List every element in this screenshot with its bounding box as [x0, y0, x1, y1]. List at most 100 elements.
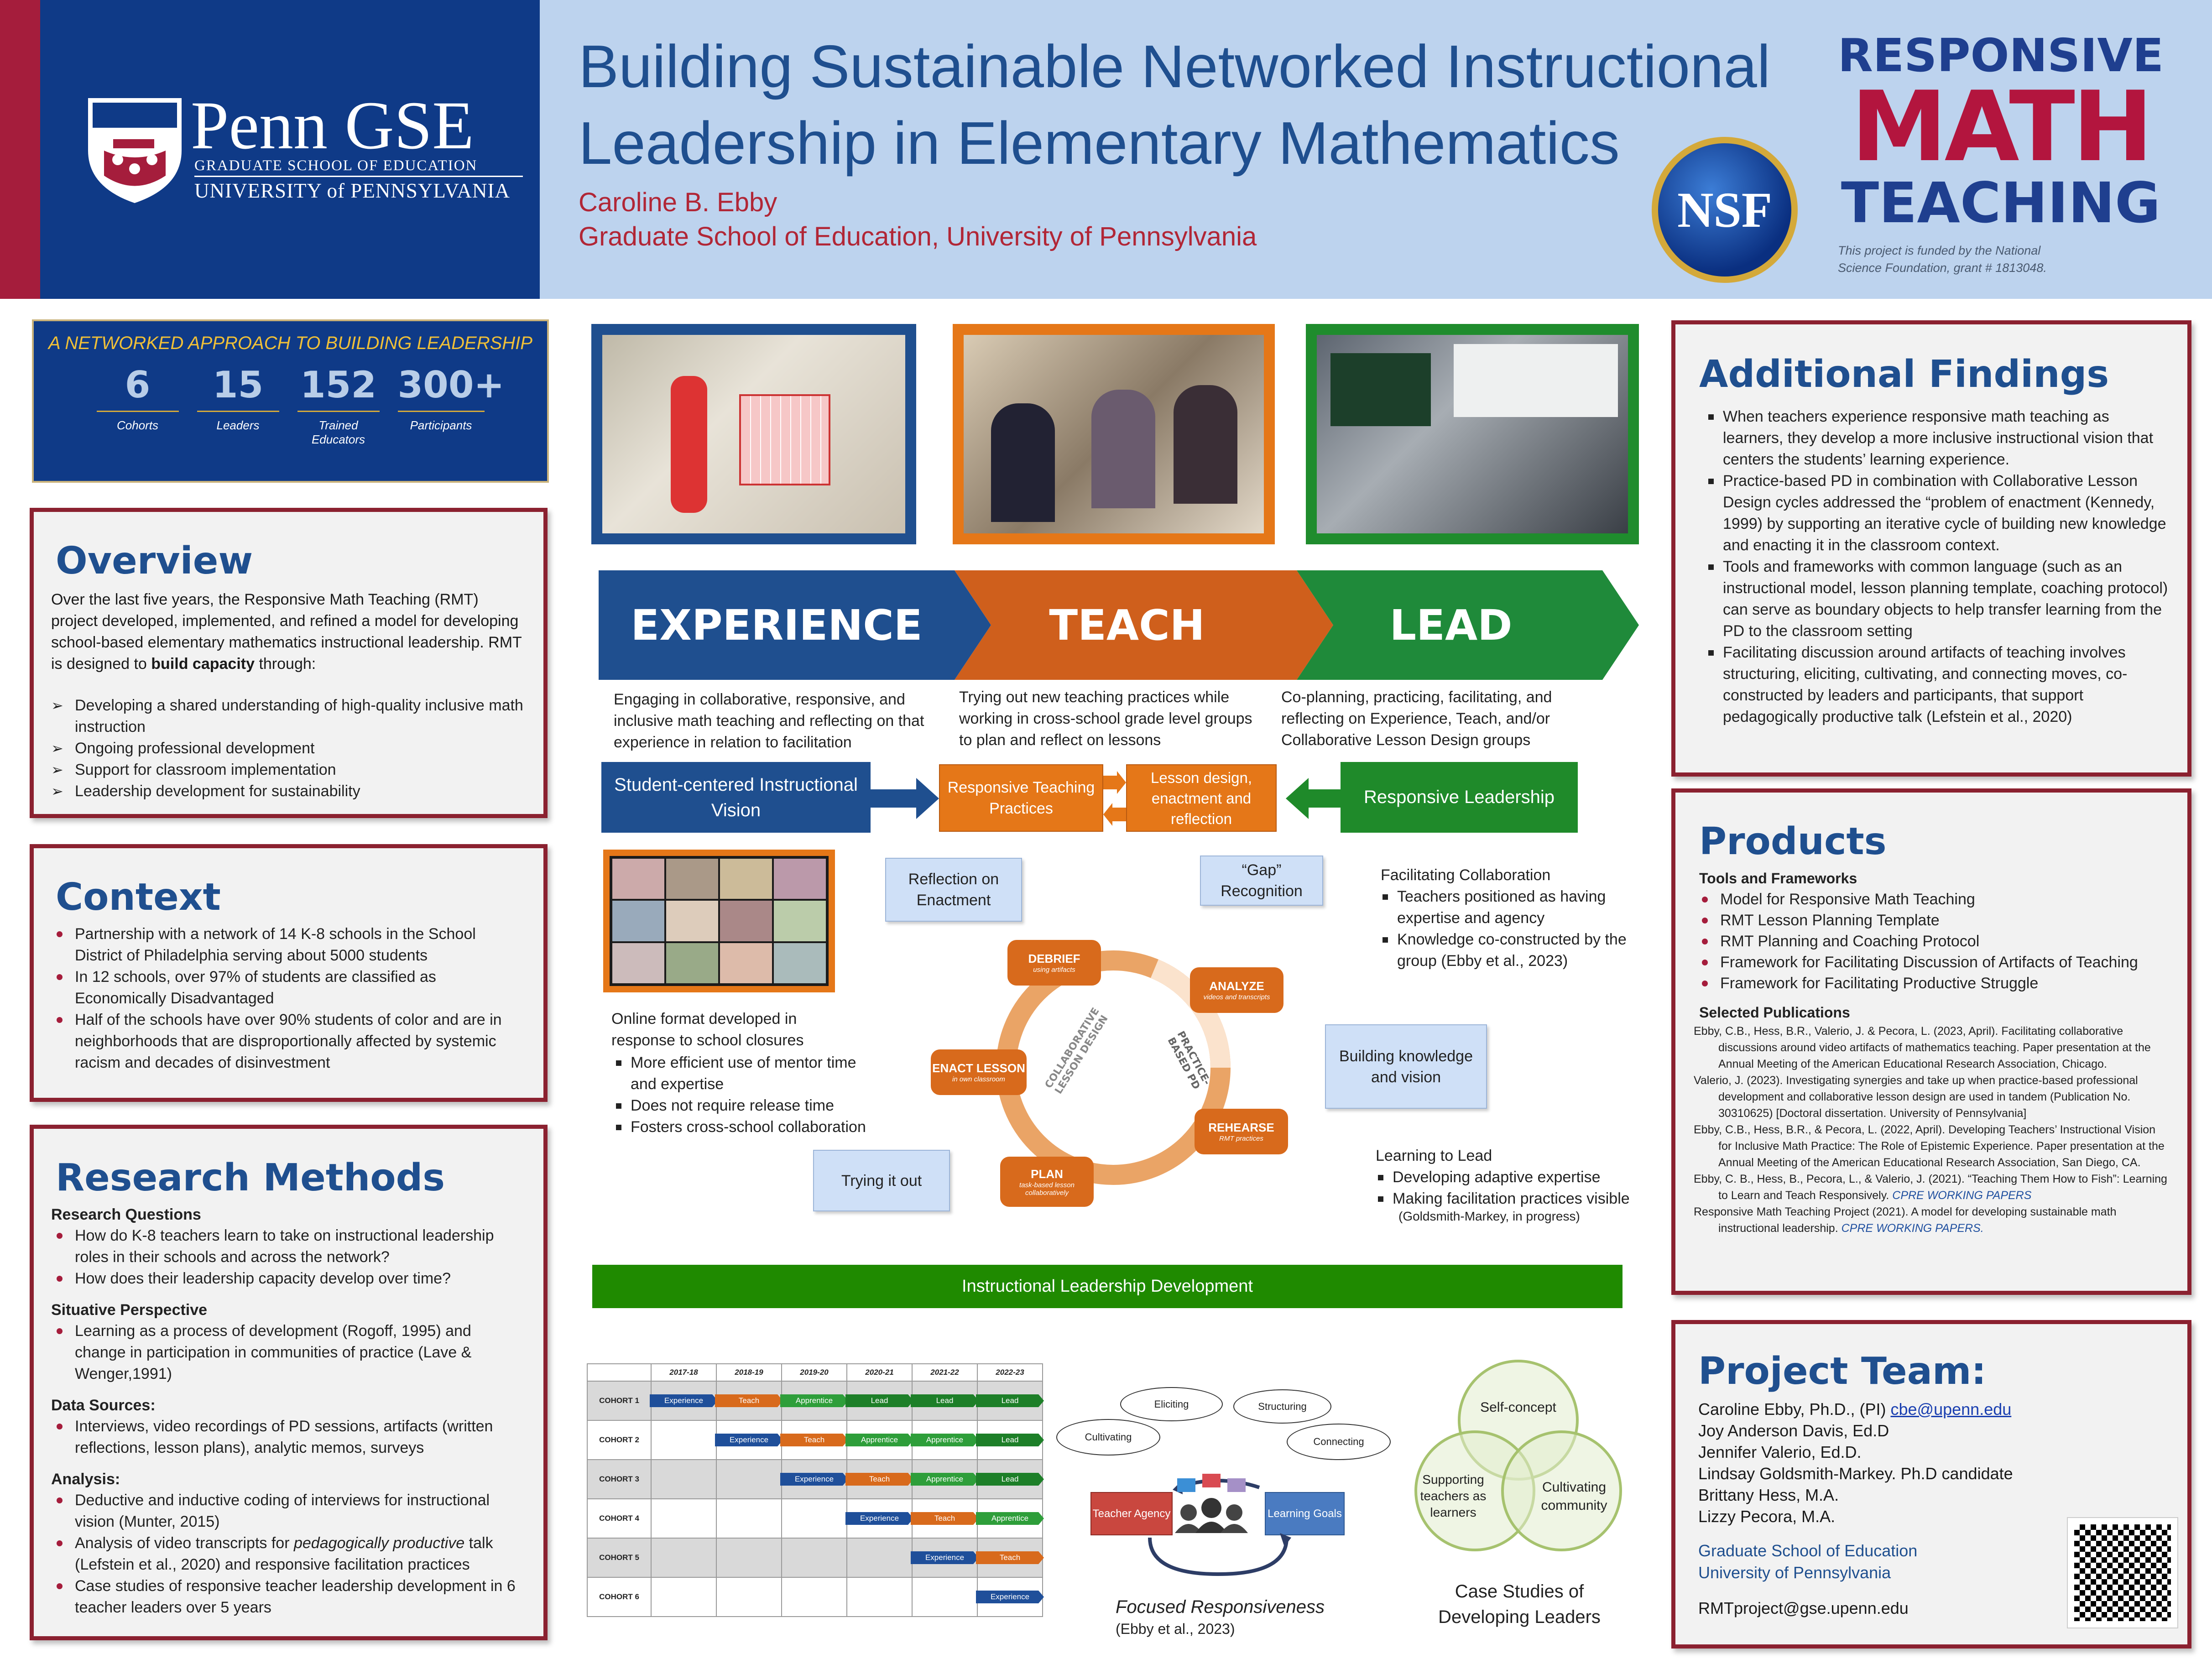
photo-collaboration	[953, 324, 1275, 544]
phase-arrow: Experience	[715, 1434, 783, 1446]
timeline-cell: Experience	[780, 1459, 848, 1499]
situative-list: Learning as a process of development (Ro…	[51, 1320, 526, 1385]
timeline-empty	[846, 1538, 913, 1578]
list-item: Tools and frameworks with common languag…	[1699, 556, 2171, 642]
list-item: How do K-8 teachers learn to take on ins…	[51, 1225, 526, 1268]
photo-chart-paper	[739, 394, 830, 485]
team-member: Jennifer Valerio, Ed.D.	[1698, 1443, 1862, 1461]
findings-title: Additional Findings	[1699, 353, 2109, 396]
venn-label-community: Cultivating community	[1541, 1480, 1607, 1513]
list-item: RMT Lesson Planning Template	[1696, 910, 2171, 931]
publication-item: Valerio, J. (2023). Investigating synerg…	[1694, 1074, 2138, 1120]
overview-text: Over the last five years, the Responsive…	[51, 591, 522, 673]
timeline-year: 2020-21	[846, 1363, 913, 1382]
photo-screen	[1330, 353, 1431, 426]
publication-item: Ebby, C.B., Hess, B.R., & Pecora, L. (20…	[1694, 1123, 2165, 1169]
poster-title: Building Sustainable Networked Instructi…	[579, 28, 1820, 182]
learning-to-lead-list: Developing adaptive expertise Making fac…	[1369, 1167, 1661, 1210]
move-connecting: Connecting	[1287, 1424, 1391, 1460]
timeline-cell: Lead	[976, 1420, 1044, 1460]
timeline-empty	[716, 1459, 782, 1499]
logo-divider	[194, 176, 523, 177]
move-cultivating: Cultivating	[1056, 1419, 1160, 1456]
facilitating-title: Facilitating Collaboration	[1381, 866, 1551, 884]
tools-list: Model for Responsive Math Teaching RMT L…	[1696, 889, 2171, 994]
list-item: Does not require release time	[607, 1095, 871, 1116]
rmt-logo-line2: MATH	[1851, 70, 2154, 183]
team-member: Brittany Hess, M.A.	[1698, 1486, 1839, 1504]
phase-arrow: Apprentice	[911, 1434, 979, 1446]
move-eliciting: Eliciting	[1120, 1387, 1223, 1421]
overview-list: Developing a shared understanding of hig…	[51, 695, 526, 802]
rmt-logo: RESPONSIVE MATH TEACHING	[1834, 33, 2167, 231]
experience-arrow	[599, 570, 991, 680]
analysis-list: Deductive and inductive coding of interv…	[51, 1490, 526, 1618]
stat-value: 15	[197, 364, 279, 412]
stat-label: Cohorts	[116, 418, 159, 432]
timeline-empty	[651, 1459, 717, 1499]
list-item: Learning as a process of development (Ro…	[51, 1320, 526, 1385]
publication-item: Ebby, C.B., Hess, B.R., Valerio, J. & Pe…	[1694, 1025, 2151, 1070]
penn-gse-wordmark: Penn GSE	[191, 88, 474, 163]
list-item: Model for Responsive Math Teaching	[1696, 889, 2171, 910]
team-email-link[interactable]: cbe@upenn.edu	[1890, 1400, 2012, 1419]
stats-panel: A NETWORKED APPROACH TO BUILDING LEADERS…	[32, 319, 549, 483]
photo-classroom-screen	[1306, 324, 1639, 544]
lead-description: Co-planning, practicing, facilitating, a…	[1281, 689, 1552, 749]
venn-caption: Case Studies of Developing Leaders	[1438, 1581, 1601, 1627]
lead-label: LEAD	[1389, 600, 1513, 650]
online-format-list: More efficient use of mentor time and ex…	[607, 1052, 871, 1138]
facilitating-list: Teachers positioned as having expertise …	[1373, 886, 1665, 972]
timeline-cell: Experience	[976, 1577, 1044, 1617]
phase-arrow: Apprentice	[911, 1473, 979, 1486]
phase-arrow: Experience	[911, 1551, 979, 1564]
teach-arrow	[955, 570, 1333, 680]
timeline-year: 2017-18	[651, 1363, 717, 1382]
phase-arrow: Apprentice	[780, 1394, 848, 1407]
list-item: Fosters cross-school collaboration	[607, 1116, 871, 1138]
team-title: Project Team:	[1698, 1350, 1987, 1393]
situative-heading: Situative Perspective	[51, 1301, 208, 1319]
publications-heading: Selected Publications	[1699, 1004, 1850, 1021]
cohort-label: COHORT 3	[587, 1459, 652, 1499]
team-lead: Caroline Ebby, Ph.D., (PI) cbe@upenn.edu	[1698, 1400, 2012, 1419]
focused-caption: Focused Responsiveness	[1116, 1597, 1325, 1617]
penn-shield-icon	[88, 98, 182, 203]
team-member: Lindsay Goldsmith-Markey. Ph.D candidate	[1698, 1464, 2013, 1483]
timeline-cell: Apprentice	[780, 1381, 848, 1421]
overview-panel: Overview Over the last five years, the R…	[30, 508, 548, 818]
stat-value: 300+	[397, 364, 505, 412]
research-methods-panel: Research Methods Research Questions How …	[30, 1125, 548, 1640]
qr-code[interactable]	[2067, 1517, 2178, 1628]
callout-reflection: Reflection on Enactment	[885, 858, 1022, 922]
timeline-cell: Lead	[911, 1381, 979, 1421]
experience-label: EXPERIENCE	[631, 600, 923, 650]
penn-gse-logo-panel: Penn GSE GRADUATE SCHOOL OF EDUCATION UN…	[40, 0, 540, 299]
affiliation: Graduate School of Education, University…	[579, 222, 1257, 251]
phase-arrow: Teach	[911, 1512, 979, 1525]
teach-description: Trying out new teaching practices while …	[959, 689, 1252, 749]
stat-leaders: 15 Leaders	[197, 364, 279, 447]
publications-list: Ebby, C.B., Hess, B.R., Valerio, J. & Pe…	[1694, 1023, 2171, 1236]
list-item: Developing adaptive expertise	[1369, 1167, 1661, 1188]
experience-description: Engaging in collaborative, responsive, a…	[614, 691, 924, 751]
context-title: Context	[56, 876, 221, 919]
publication-item: Ebby, C. B., Hess, B., Pecora, L., & Val…	[1694, 1173, 2167, 1202]
phase-arrow: Experience	[650, 1394, 718, 1407]
timeline-cell: Lead	[976, 1459, 1044, 1499]
list-item: When teachers experience responsive math…	[1699, 406, 2171, 470]
penn-university-name: UNIVERSITY of PENNSYLVANIA	[194, 179, 510, 202]
leadership-development-bar: Instructional Leadership Development	[592, 1265, 1622, 1308]
timeline-cell: Apprentice	[911, 1459, 979, 1499]
team-member: Lizzy Pecora, M.A.	[1698, 1507, 1836, 1526]
project-team-panel: Project Team: Caroline Ebby, Ph.D., (PI)…	[1671, 1320, 2191, 1649]
data-sources-list: Interviews, video recordings of PD sessi…	[51, 1416, 526, 1459]
